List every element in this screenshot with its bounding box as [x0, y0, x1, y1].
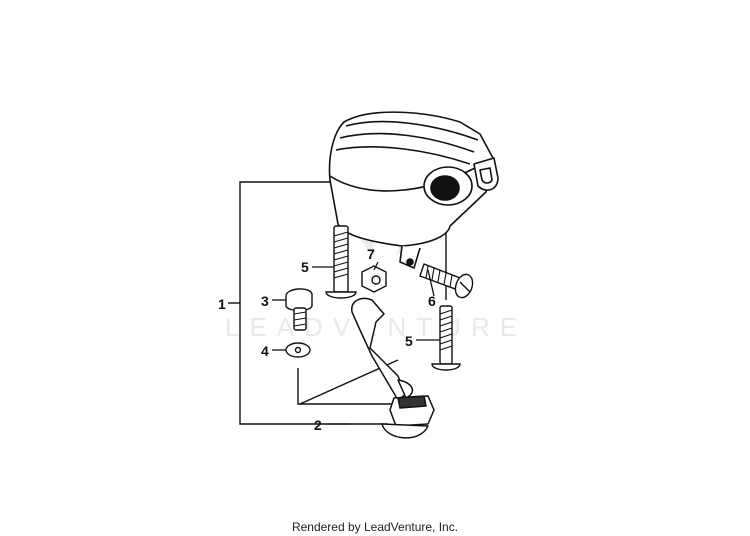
leader-lines [272, 261, 440, 425]
callout-5-right: 5 [405, 333, 413, 349]
callout-3: 3 [261, 293, 269, 309]
switch-housing [328, 111, 499, 269]
callout-4: 4 [261, 343, 269, 359]
screw-3 [285, 288, 313, 331]
footer-credit: Rendered by LeadVenture, Inc. [292, 520, 458, 534]
washer-4 [285, 342, 311, 358]
switch-lever [351, 297, 435, 439]
callout-5-left: 5 [301, 259, 309, 275]
callout-1: 1 [218, 296, 226, 312]
callout-6: 6 [428, 293, 436, 309]
screw-6 [419, 263, 474, 299]
bolt-5-right [431, 305, 461, 371]
nut-7 [361, 265, 387, 293]
callout-2: 2 [314, 417, 322, 433]
bracket-lines [228, 181, 447, 425]
callout-7: 7 [367, 246, 375, 262]
bolt-5-left [325, 225, 357, 299]
